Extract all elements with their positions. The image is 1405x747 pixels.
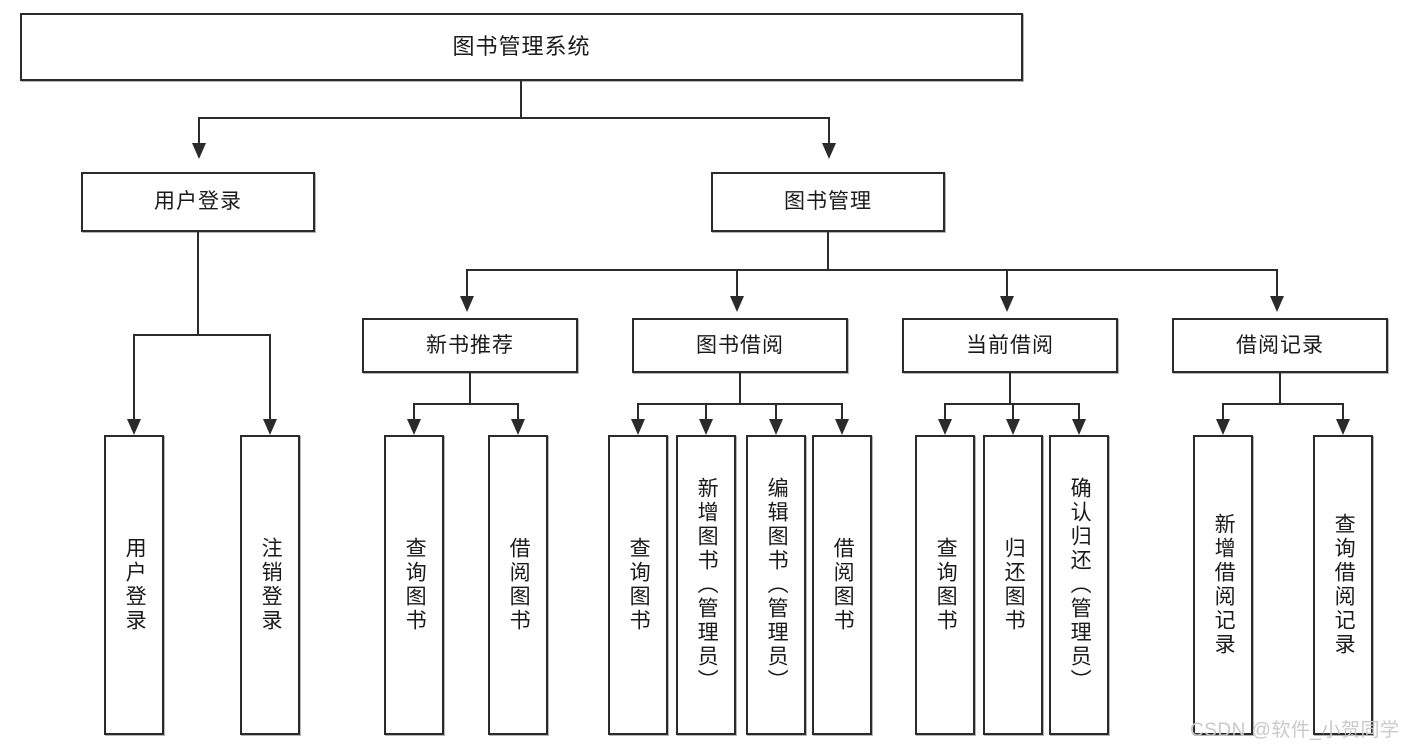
node-root-library-management-system[interactable]: 图书管理系统: [20, 13, 1023, 81]
edge-to-borrow-record: [1276, 269, 1278, 297]
arrow-to-current-borrow: [1000, 296, 1014, 312]
node-current-borrow[interactable]: 当前借阅: [902, 318, 1118, 373]
edge-bb-child-1: [637, 403, 639, 420]
edge-book-management-stem: [827, 232, 829, 271]
arrow-br-child-2: [1336, 419, 1350, 435]
leaf-nbr-query-book[interactable]: 查询图书: [384, 435, 444, 735]
arrow-bb-child-3: [769, 419, 783, 435]
arrow-to-user-login: [192, 143, 206, 159]
edge-root-to-user-login: [198, 117, 200, 144]
leaf-user-login[interactable]: 用户登录: [104, 435, 164, 735]
edge-new-book-recommend-stem: [469, 373, 471, 405]
node-new-book-recommend[interactable]: 新书推荐: [362, 318, 578, 373]
edge-user-login-to-leaf-1: [133, 334, 135, 420]
arrow-to-new-book-recommend: [460, 296, 474, 312]
edge-to-new-book-recommend: [466, 269, 468, 297]
arrow-nbr-child-1: [407, 419, 421, 435]
arrow-cb-child-3: [1072, 419, 1086, 435]
arrow-to-borrow-record: [1270, 296, 1284, 312]
arrow-br-child-1: [1216, 419, 1230, 435]
edge-bb-child-3: [775, 403, 777, 420]
edge-book-management-bus: [466, 269, 1277, 271]
arrow-to-book-management: [822, 143, 836, 159]
arrow-nbr-child-2: [511, 419, 525, 435]
edge-to-book-borrow: [736, 269, 738, 297]
edge-cb-child-1: [944, 403, 946, 420]
edge-root-to-book-management: [828, 117, 830, 144]
arrow-cb-child-1: [938, 419, 952, 435]
arrow-cb-child-2: [1006, 419, 1020, 435]
leaf-bb-borrow-book[interactable]: 借阅图书: [812, 435, 872, 735]
edge-root-stem: [520, 81, 522, 118]
edge-borrow-record-stem: [1279, 373, 1281, 405]
edge-user-login-to-leaf-2: [269, 334, 271, 420]
edge-user-login-bus: [133, 334, 269, 336]
arrow-to-leaf-user-login: [127, 419, 141, 435]
edge-book-borrow-stem: [739, 373, 741, 405]
edge-root-bus: [198, 117, 830, 119]
arrow-bb-child-4: [835, 419, 849, 435]
edge-book-borrow-bus: [637, 403, 842, 405]
edge-current-borrow-stem: [1009, 373, 1011, 405]
arrow-to-leaf-logout: [263, 419, 277, 435]
leaf-nbr-borrow-book[interactable]: 借阅图书: [488, 435, 548, 735]
node-book-borrow[interactable]: 图书借阅: [632, 318, 848, 373]
leaf-bb-edit-book-admin[interactable]: 编辑图书（管理员）: [746, 435, 806, 735]
node-user-login[interactable]: 用户登录: [81, 172, 315, 232]
leaf-bb-query-book[interactable]: 查询图书: [608, 435, 668, 735]
leaf-logout[interactable]: 注销登录: [240, 435, 300, 735]
edge-cb-child-2: [1012, 403, 1014, 420]
leaf-bb-add-book-admin[interactable]: 新增图书（管理员）: [676, 435, 736, 735]
edge-user-login-stem: [197, 232, 199, 336]
node-book-management[interactable]: 图书管理: [711, 172, 945, 232]
edge-cb-child-3: [1078, 403, 1080, 420]
leaf-cb-return-book[interactable]: 归还图书: [983, 435, 1043, 735]
leaf-cb-confirm-return-admin[interactable]: 确认归还（管理员）: [1049, 435, 1109, 735]
leaf-br-add-record[interactable]: 新增借阅记录: [1193, 435, 1253, 735]
edge-new-book-recommend-bus: [413, 403, 517, 405]
edge-nbr-child-1: [413, 403, 415, 420]
edge-to-current-borrow: [1006, 269, 1008, 297]
arrow-bb-child-2: [699, 419, 713, 435]
leaf-cb-query-book[interactable]: 查询图书: [915, 435, 975, 735]
edge-br-child-1: [1222, 403, 1224, 420]
arrow-bb-child-1: [631, 419, 645, 435]
edge-borrow-record-bus: [1222, 403, 1342, 405]
arrow-to-book-borrow: [730, 296, 744, 312]
edge-br-child-2: [1342, 403, 1344, 420]
edge-bb-child-2: [705, 403, 707, 420]
edge-nbr-child-2: [517, 403, 519, 420]
edge-bb-child-4: [841, 403, 843, 420]
node-borrow-record[interactable]: 借阅记录: [1172, 318, 1388, 373]
leaf-br-query-record[interactable]: 查询借阅记录: [1313, 435, 1373, 735]
edge-current-borrow-bus: [944, 403, 1079, 405]
watermark-csdn: CSDN @软件_小贺同学: [1190, 720, 1400, 741]
